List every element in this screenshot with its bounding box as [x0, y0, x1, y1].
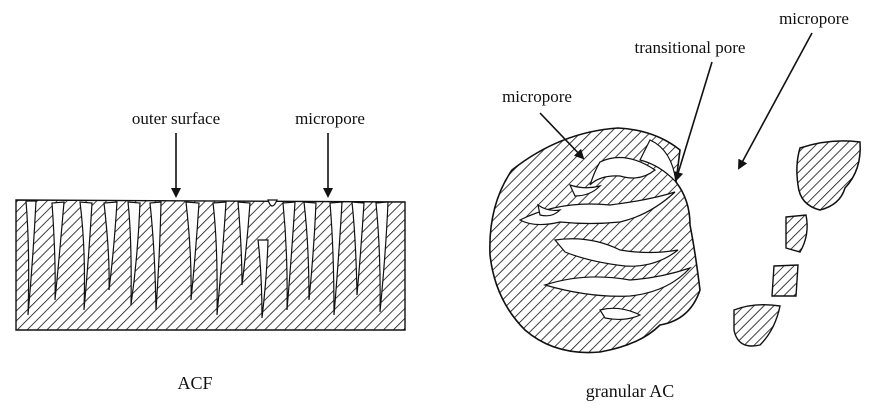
arrow-transitional-pore: [676, 62, 712, 180]
caption-acf: ACF: [177, 373, 212, 393]
granule-fragment-small-2: [772, 265, 798, 296]
granule-fragment-small-3: [734, 305, 780, 346]
label-granular-micropore-right: micropore: [779, 9, 849, 28]
acf-panel: outer surface micropore ACF: [16, 109, 405, 393]
acf-fiber-body: [16, 200, 405, 330]
caption-granular-ac: granular AC: [586, 381, 674, 401]
granule-fragment-small-1: [786, 215, 807, 252]
label-transitional-pore: transitional pore: [635, 38, 746, 57]
granular-ac-panel: micropore transitional pore micropore gr…: [490, 9, 860, 401]
label-acf-micropore: micropore: [295, 109, 365, 128]
label-outer-surface: outer surface: [132, 109, 220, 128]
label-granular-micropore-left: micropore: [502, 87, 572, 106]
granule-fragment-large: [797, 141, 860, 210]
